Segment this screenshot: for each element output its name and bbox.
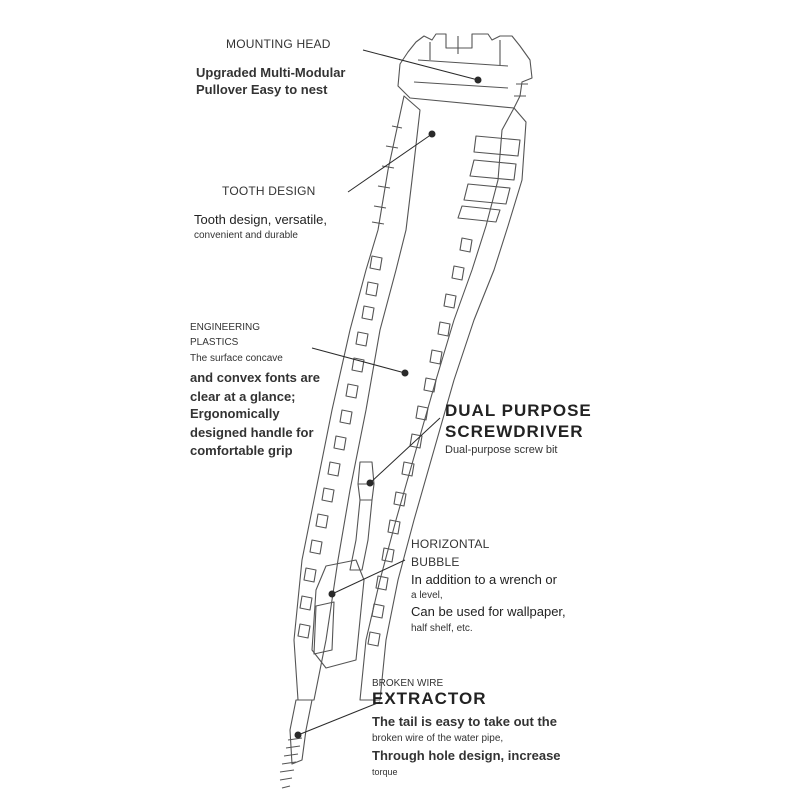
tooth-design-desc-line2: convenient and durable [194,230,298,241]
mounting-head-desc-line1: Upgraded Multi-Modular [196,65,346,80]
mounting-head-desc-line2: Pullover Easy to nest [196,82,328,97]
engineering-plastics-desc-line3: clear at a glance; [190,389,296,404]
horizontal-bubble-title-line1: HORIZONTAL [411,537,490,551]
leader-dot-bubble [328,590,336,598]
broken-wire-desc-line1: The tail is easy to take out the [372,714,557,729]
tail-extractor-outline [289,699,313,765]
engineering-plastics-desc-line4: Ergonomically [190,406,280,421]
mounting-head-outline [397,33,533,109]
dual-purpose-title-line1: DUAL PURPOSE [445,401,592,420]
leader-line-engineering-plastics [311,347,406,374]
leader-dot-screwdriver [366,479,374,487]
horizontal-bubble-title-line2: BUBBLE [411,555,460,569]
tooth-design-title: TOOTH DESIGN [222,184,316,198]
leader-dot-tooth-design [428,130,436,138]
mounting-head-title: MOUNTING HEAD [226,37,331,51]
broken-wire-title-line1: BROKEN WIRE [372,678,444,689]
broken-wire-desc-line3: Through hole design, increase [372,748,561,763]
screwdriver-bit-outline [349,461,375,571]
broken-wire-desc-line2: broken wire of the water pipe, [372,733,504,744]
leader-line-screwdriver [369,417,441,484]
engineering-plastics-desc-line1: The surface concave [190,353,283,364]
engineering-plastics-title-line1: ENGINEERING [190,322,261,333]
engineering-plastics-desc-line5: designed handle for [190,425,314,440]
broken-wire-desc-line4: torque [372,767,398,777]
dual-purpose-desc: Dual-purpose screw bit [445,444,558,456]
engineering-plastics-desc-line2: and convex fonts are [190,370,321,385]
left-handle-outline [293,95,421,701]
tooth-design-desc-line1: Tooth design, versatile, [194,212,327,227]
engineering-plastics-title-line2: PLASTICS [190,337,239,348]
broken-wire-title-line2: EXTRACTOR [372,689,487,708]
engineering-plastics-desc-line6: comfortable grip [190,443,293,458]
horizontal-bubble-desc-line2: a level, [411,590,443,601]
leader-line-bubble [331,559,406,595]
dual-purpose-title-line2: SCREWDRIVER [445,422,584,441]
leader-dot-extractor [294,731,302,739]
horizontal-bubble-desc-line1: In addition to a wrench or [411,572,557,587]
leader-line-tooth-design [347,133,433,193]
right-handle-outline [359,107,527,701]
bubble-housing-outline [311,559,365,669]
leader-line-extractor [297,701,381,736]
leader-dot-mounting-head [474,76,482,84]
leader-line-mounting-head [362,49,479,81]
horizontal-bubble-desc-line3: Can be used for wallpaper, [411,604,566,619]
leader-dot-engineering-plastics [401,369,409,377]
horizontal-bubble-desc-line4: half shelf, etc. [411,623,473,634]
